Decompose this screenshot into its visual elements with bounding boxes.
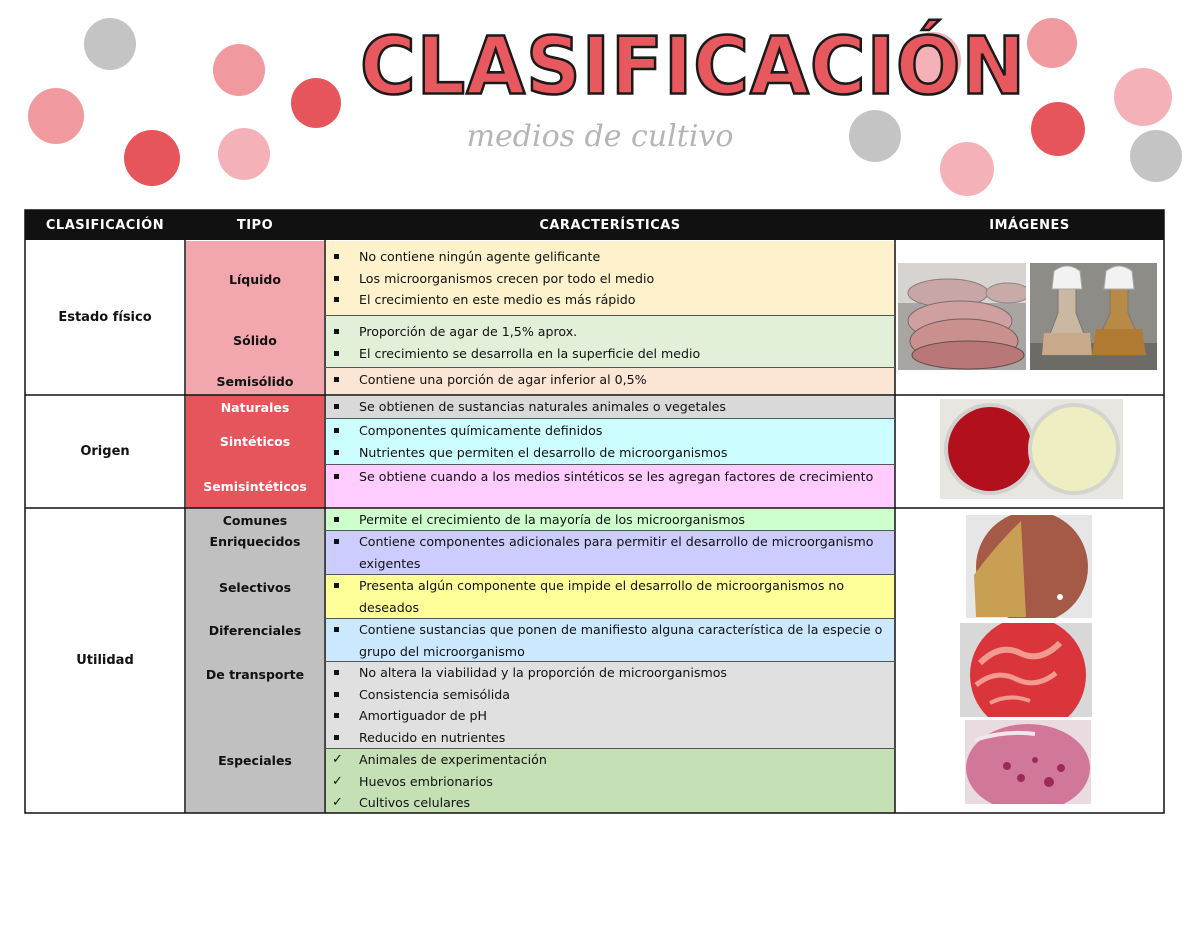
group-estado-fisico: Estado físico <box>58 310 152 325</box>
list-item: El crecimiento se desarrolla en la super… <box>334 343 885 365</box>
caracteristicas-naturales: Se obtienen de sustancias naturales anim… <box>325 396 895 418</box>
list-item: Contiene una porción de agar inferior al… <box>334 369 885 391</box>
decorative-dot <box>84 18 136 70</box>
list-item: No altera la viabilidad y la proporción … <box>334 662 885 684</box>
decorative-dot <box>218 128 270 180</box>
tipo-semisolido: Semisólido <box>216 373 294 389</box>
tipo-diferenciales: Diferenciales <box>208 622 302 638</box>
decorative-dot <box>940 142 994 196</box>
decorative-dot <box>1114 68 1172 126</box>
group-utilidad: Utilidad <box>76 653 134 668</box>
tipo-especiales: Especiales <box>218 752 292 768</box>
decorative-dot <box>1130 130 1182 182</box>
page-subtitle: medios de cultivo <box>466 119 734 154</box>
list-item: Los microorganismos crecen por todo el m… <box>334 268 885 290</box>
streak-plate-image <box>960 623 1092 717</box>
tipo-naturales: Naturales <box>220 399 290 415</box>
list-item: Animales de experimentación <box>332 749 885 771</box>
tipo-semisinteticos: Semisintéticos <box>203 478 307 494</box>
tipo-de-transporte: De transporte <box>205 666 305 682</box>
list-item: Amortiguador de pH <box>334 705 885 727</box>
decorative-dot <box>291 78 341 128</box>
tipo-sinteticos: Sintéticos <box>219 433 291 449</box>
tipo-enriquecidos: Enriquecidos <box>209 533 301 549</box>
list-item: Consistencia semisólida <box>334 684 885 706</box>
caracteristicas-solido: Proporción de agar de 1,5% aprox. El cre… <box>325 316 895 367</box>
tipo-selectivos: Selectivos <box>218 579 292 595</box>
caracteristicas-sinteticos: Componentes químicamente definidos Nutri… <box>325 419 895 464</box>
decorative-dot <box>213 44 265 96</box>
colonies-plate-image <box>965 720 1091 804</box>
caracteristicas-de-transporte: No altera la viabilidad y la proporción … <box>325 662 895 748</box>
group-origen: Origen <box>80 444 130 459</box>
tipo-solido: Sólido <box>233 332 277 348</box>
column-header-clasificacion: CLASIFICACIÓN <box>25 210 185 240</box>
list-item: Cultivos celulares <box>332 792 885 814</box>
tipo-liquido: Líquido <box>229 271 281 287</box>
caracteristicas-especiales: Animales de experimentación Huevos embri… <box>325 749 895 813</box>
plate-growth-image <box>966 515 1092 618</box>
decorative-dot <box>905 32 961 88</box>
flasks-image <box>1030 263 1157 370</box>
decorative-dot <box>849 110 901 162</box>
list-item: No contiene ningún agente gelificante <box>334 246 885 268</box>
list-item: Se obtienen de sustancias naturales anim… <box>334 396 885 418</box>
caracteristicas-enriquecidos: Contiene componentes adicionales para pe… <box>325 531 895 574</box>
caracteristicas-comunes: Permite el crecimiento de la mayoría de … <box>325 509 895 530</box>
caracteristicas-selectivos: Presenta algún componente que impide el … <box>325 575 895 618</box>
petri-dishes-stack-image <box>898 263 1026 370</box>
caracteristicas-diferenciales: Contiene sustancias que ponen de manifie… <box>325 619 895 661</box>
column-header-imagenes: IMÁGENES <box>895 210 1164 240</box>
list-item: Contiene componentes adicionales para pe… <box>334 531 885 574</box>
column-header-caracteristicas: CARACTERÍSTICAS <box>325 210 895 240</box>
list-item: El crecimiento en este medio es más rápi… <box>334 289 885 311</box>
list-item: Nutrientes que permiten el desarrollo de… <box>334 442 885 464</box>
list-item: Componentes químicamente definidos <box>334 420 885 442</box>
list-item: Presenta algún componente que impide el … <box>334 575 885 618</box>
caracteristicas-liquido: No contiene ningún agente gelificante Lo… <box>325 241 895 315</box>
caracteristicas-semisinteticos: Se obtiene cuando a los medios sintético… <box>325 465 895 508</box>
decorative-dot <box>28 88 84 144</box>
caracteristicas-semisolido: Contiene una porción de agar inferior al… <box>325 368 895 395</box>
list-item: Huevos embrionarios <box>332 771 885 793</box>
decorative-dot <box>1027 18 1077 68</box>
list-item: Permite el crecimiento de la mayoría de … <box>334 509 885 531</box>
list-item: Reducido en nutrientes <box>334 727 885 749</box>
list-item: Proporción de agar de 1,5% aprox. <box>334 321 885 343</box>
agar-plates-image <box>940 399 1123 499</box>
column-header-tipo: TIPO <box>185 210 325 240</box>
decorative-dot <box>124 130 180 186</box>
tipo-comunes: Comunes <box>222 512 288 528</box>
page-title: CLASIFICACIÓN <box>359 18 1027 113</box>
list-item: Contiene sustancias que ponen de manifie… <box>334 619 885 662</box>
decorative-dot <box>1031 102 1085 156</box>
list-item: Se obtiene cuando a los medios sintético… <box>334 466 885 488</box>
